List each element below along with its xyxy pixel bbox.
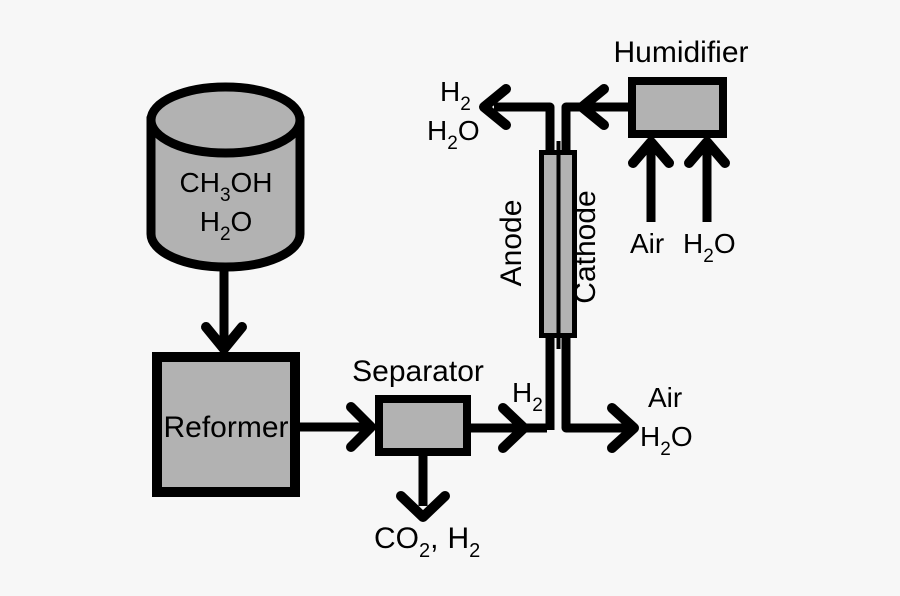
humidifier-air-in-label: Air	[630, 228, 664, 259]
flow-separator-to-anode: H2	[471, 377, 547, 453]
arrowhead-up-icon	[628, 137, 674, 168]
tank-body	[146, 116, 305, 272]
fuel-cell: Anode Cathode	[495, 141, 602, 349]
arrowhead-right-icon	[346, 402, 376, 452]
h2-feed-label: H2	[512, 377, 543, 416]
pipe-cathode-bottom	[561, 338, 630, 433]
arrowhead-right-icon	[607, 403, 639, 453]
arrowhead-up-icon	[684, 137, 730, 168]
flow-reformer-to-separator	[300, 402, 376, 452]
anode-piping: H2 H2O	[427, 76, 555, 430]
humidifier: Humidifier Air H2O	[613, 36, 748, 267]
flow-separator-offgas: CO2,H2	[374, 456, 480, 562]
arrowhead-down-icon	[201, 322, 247, 354]
cathode-exhaust-air-label: Air	[648, 382, 682, 413]
offgas-label-co2-h2: CO2,H2	[374, 522, 480, 562]
arrowhead-left-icon	[577, 84, 609, 130]
anode-exhaust-h2o-label: H2O	[427, 115, 480, 154]
anode-label: Anode	[495, 200, 528, 287]
arrowhead-left-icon	[479, 84, 511, 130]
tank-top-ellipse	[146, 82, 305, 158]
arrowhead-down-icon	[396, 491, 450, 522]
methanol-water-tank: CH3OH H2O	[146, 82, 305, 272]
reformer-label: Reformer	[163, 411, 288, 444]
tank-label-ch3oh: CH3OH	[179, 167, 272, 206]
pipe-anode-top	[494, 102, 555, 150]
anode-exhaust-h2-label: H2	[440, 76, 471, 115]
reformer-box	[152, 352, 300, 497]
separator: Separator	[352, 355, 484, 456]
tank-label-h2o: H2O	[200, 206, 253, 245]
separator-box	[375, 395, 471, 456]
reformer: Reformer	[152, 352, 300, 497]
cathode-piping: Air H2O	[561, 84, 693, 460]
separator-label: Separator	[352, 355, 484, 388]
cathode-exhaust-h2o-label: H2O	[640, 421, 693, 460]
pipe-cathode-top	[561, 102, 628, 150]
cathode-label: Cathode	[569, 190, 602, 303]
arrowhead-right-icon	[498, 403, 529, 453]
flow-tank-to-reformer	[201, 265, 247, 354]
humidifier-label: Humidifier	[613, 36, 748, 69]
humidifier-box	[628, 77, 727, 138]
humidifier-h2o-in-label: H2O	[683, 228, 736, 267]
